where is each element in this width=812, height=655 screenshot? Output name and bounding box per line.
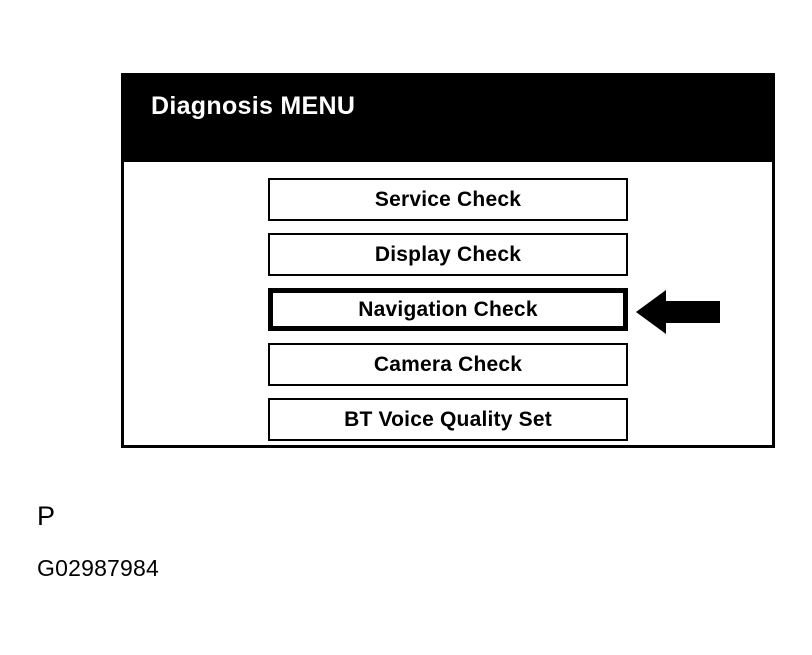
menu-item-camera-check[interactable]: Camera Check [268, 343, 628, 386]
diagnosis-menu-list: Service Check Display Check Navigation C… [268, 178, 628, 441]
figure-letter-label: P [37, 501, 56, 531]
page-title: Diagnosis MENU [151, 92, 356, 120]
menu-item-label: Camera Check [373, 353, 523, 376]
menu-item-display-check[interactable]: Display Check [268, 233, 628, 276]
menu-item-label: Display Check [374, 243, 522, 266]
menu-item-navigation-check[interactable]: Navigation Check [268, 288, 628, 331]
menu-item-service-check[interactable]: Service Check [268, 178, 628, 221]
menu-item-label: BT Voice Quality Set [344, 408, 552, 431]
menu-item-label: Navigation Check [358, 298, 538, 321]
figure-reference-code: G02987984 [37, 555, 160, 581]
diagnosis-screen-panel: Diagnosis MENU Service Check Display Che… [121, 73, 775, 448]
menu-item-label: Service Check [374, 188, 522, 211]
screen-header-bar: Diagnosis MENU [124, 76, 772, 162]
arrow-left-icon [636, 288, 720, 336]
menu-item-bt-voice-quality-set[interactable]: BT Voice Quality Set [268, 398, 628, 441]
